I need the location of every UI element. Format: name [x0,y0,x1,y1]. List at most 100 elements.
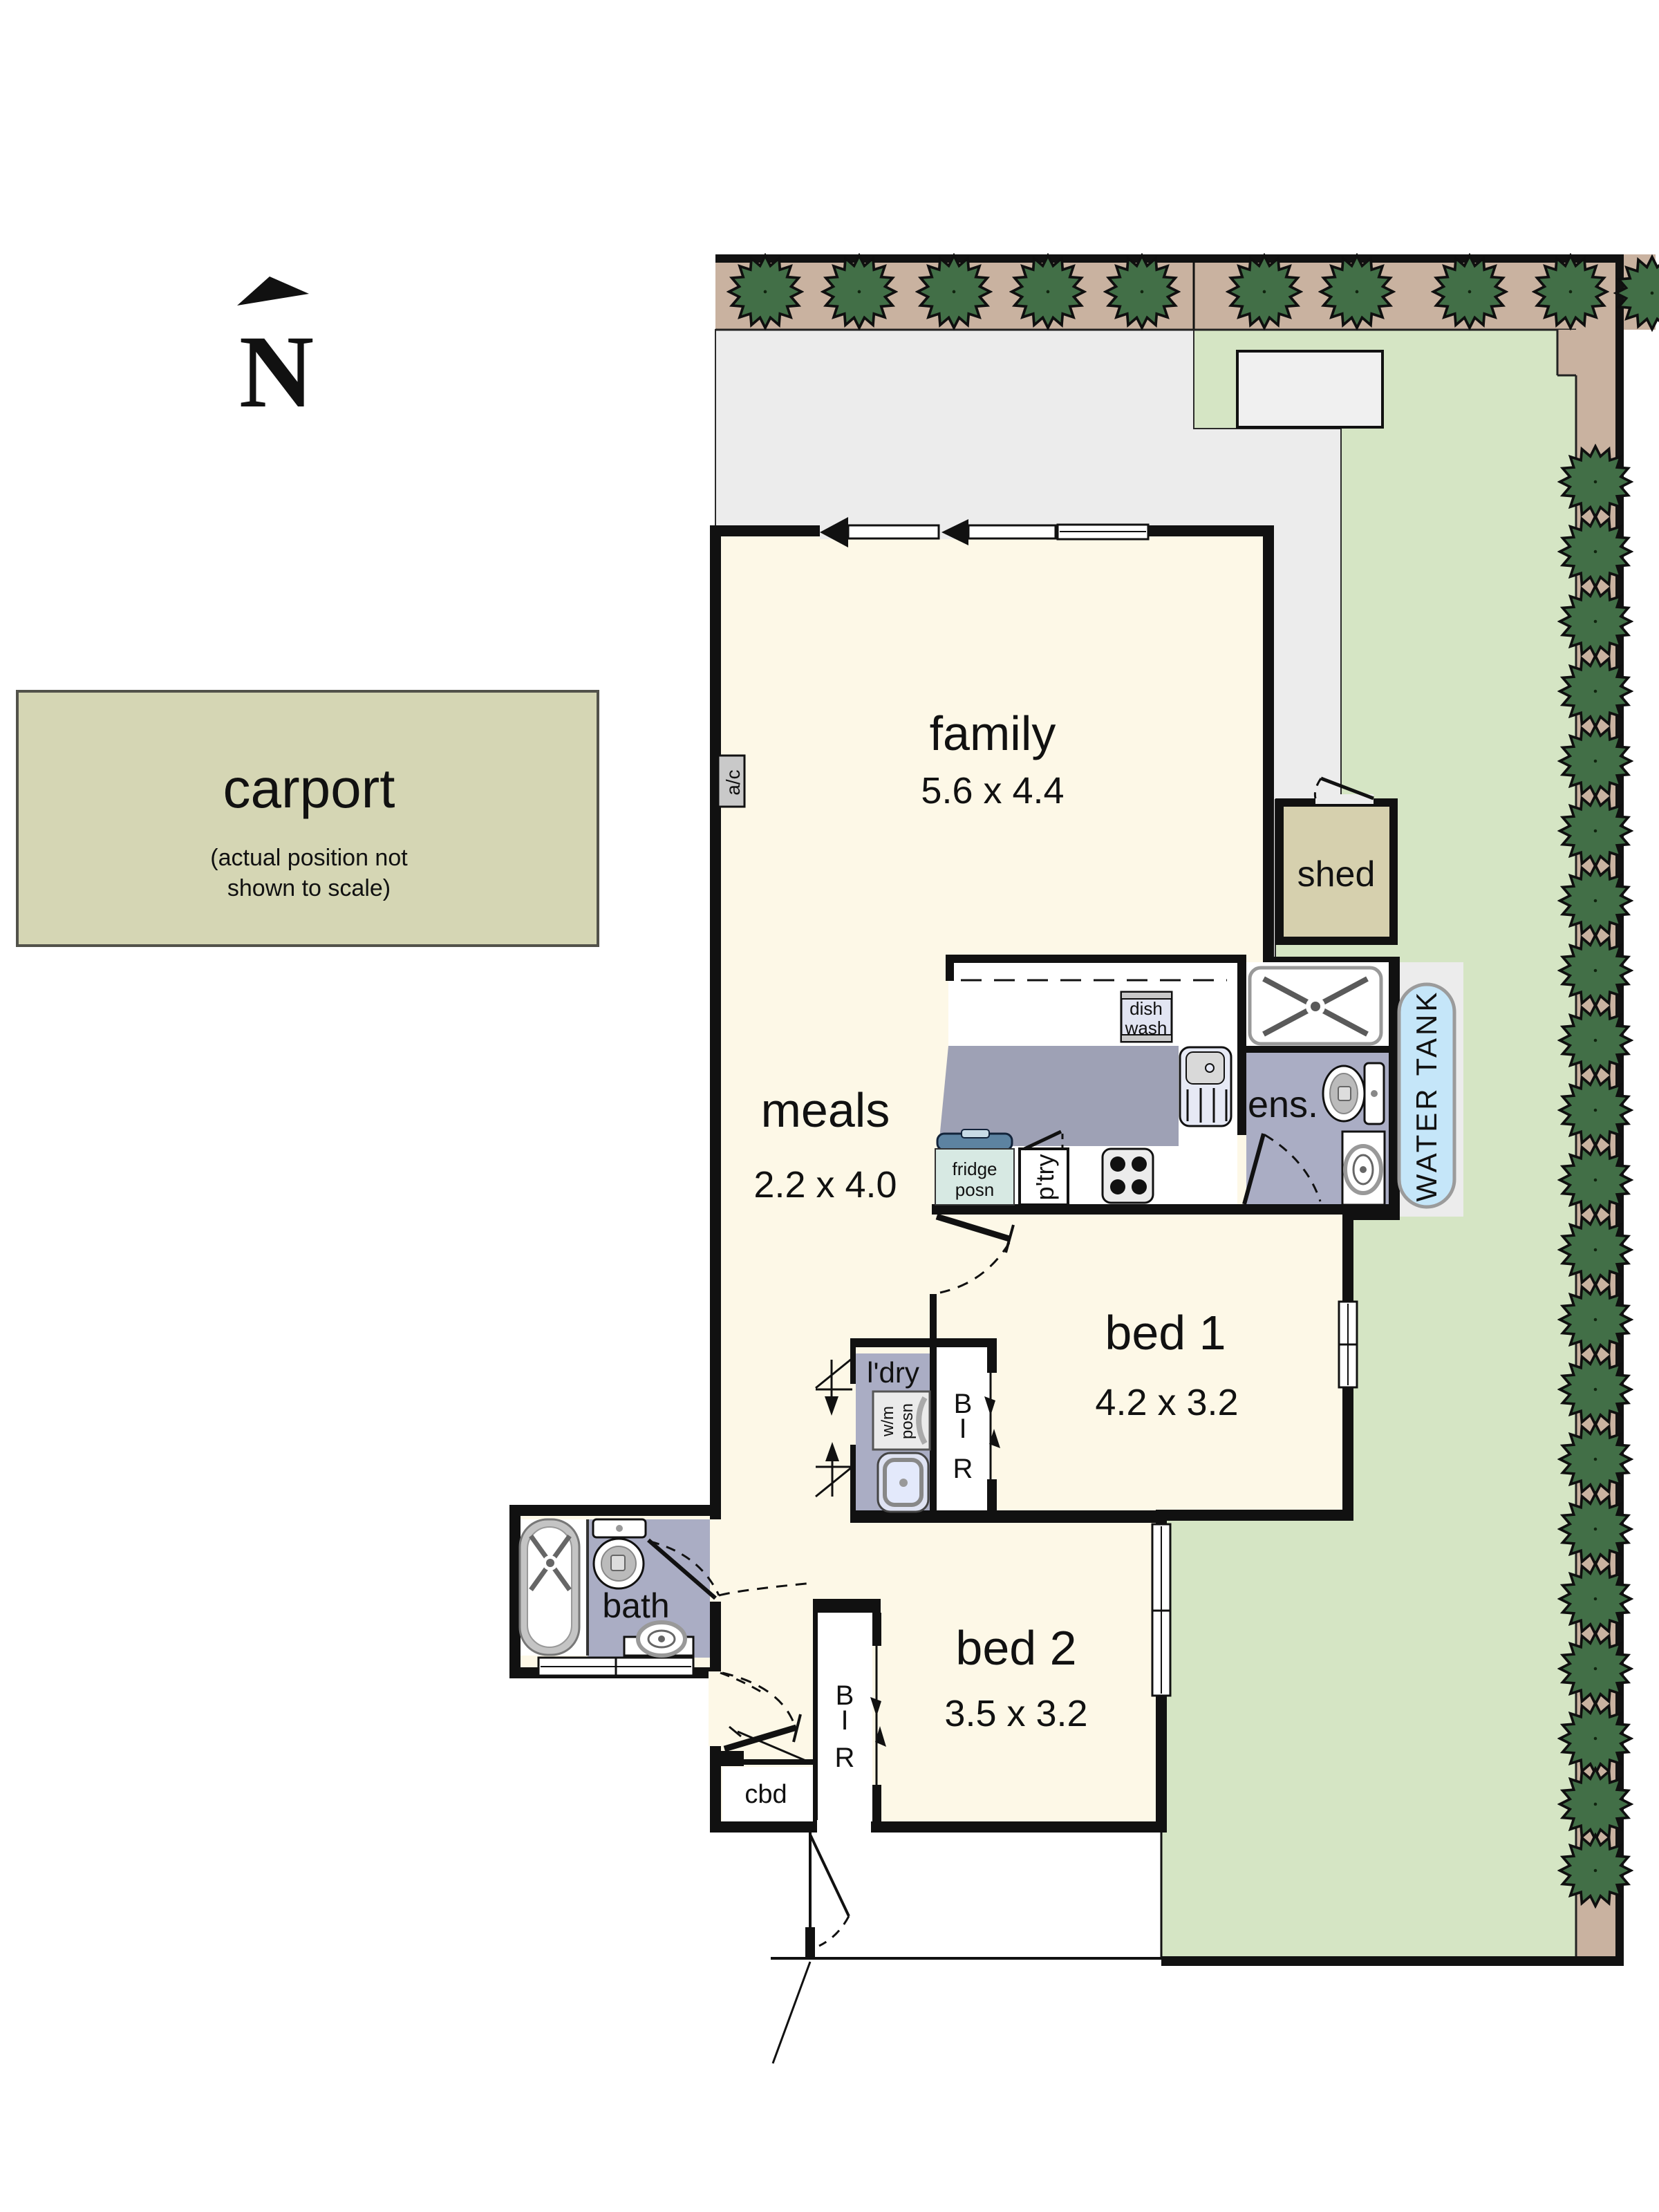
cistern-button [1371,1090,1378,1097]
robe2-slider-arrow-down [870,1697,881,1716]
ensuite-basin [1341,1130,1386,1206]
robe1-slider-arrow-up [989,1429,1000,1448]
shed-door-leaf [1320,776,1374,800]
shed-label: shed [1297,854,1376,894]
tree-icon [1558,1352,1633,1427]
sliding-panel-1 [847,524,940,540]
pantry-label-group: p'try [1031,1154,1059,1201]
air-conditioner-unit [717,754,746,808]
cooktop [1101,1147,1154,1204]
wall-ens-shower [1246,1046,1389,1053]
family-label: family [930,706,1056,760]
ensuite-toilet [1322,1062,1385,1125]
kitchen-bench [939,1046,1179,1146]
burner-2 [1132,1156,1147,1172]
tree-icon [727,254,803,330]
fridge-line2: posn [955,1179,994,1200]
kitchen-fixtures [935,979,1232,1206]
tree-icon [1558,444,1633,519]
wall-cupboard-top [719,1759,816,1765]
wall-hall-meals [930,1294,937,1340]
tree-icon [916,254,992,330]
fold-diagonal [815,1465,853,1498]
tree-icon [1558,724,1633,798]
wall-cupboard-jamb-left [719,1751,744,1766]
tree-icon [1558,1422,1633,1497]
room-labels: family 5.6 x 4.4 meals 2.2 x 4.0 bed 1 4… [602,706,1375,1809]
bath-window [537,1656,695,1677]
water-tank-label: WATER TANK [1410,990,1443,1202]
bed2-dims: 3.5 x 3.2 [944,1693,1087,1734]
ac-label-group: a/c [722,769,744,795]
sliding-arrow-2 [941,519,968,545]
front-wall-opening [817,1820,871,1834]
wall-kitchen-top-stub [946,955,954,981]
gate-leaf [809,1834,850,1917]
pantry-box [1018,1147,1069,1206]
tub-drain [546,1559,554,1567]
yard-slab [1236,350,1384,429]
fold-arrow-head [825,1396,838,1416]
fold-arrow-head [825,1442,839,1461]
bed2-window [1151,1523,1172,1697]
tree-icon [1533,254,1609,330]
robe1-letter-r: R [953,1454,973,1484]
wall-laundry-robe1 [930,1347,937,1512]
ensuite-label: ens. [1248,1084,1318,1125]
carport-block: carport (actual position not shown to sc… [16,690,599,947]
bed1-window [1338,1300,1358,1389]
tree-icon [1558,933,1633,1008]
ensuite-door-leaf [1242,1133,1266,1205]
tree-icon [1319,254,1395,330]
bed1-label: bed 1 [1105,1306,1226,1360]
wall-bath-stub-bottom [710,1602,721,1673]
tree-icon [1558,1212,1633,1287]
wall-ens-west [1237,962,1246,1135]
tree-icon [1558,1631,1633,1706]
wall-laundry-west-b [850,1445,856,1512]
front-door-leaf [723,1724,798,1752]
tree-icon [1558,1282,1633,1357]
bath-door-leaf [647,1538,717,1600]
tree-icon [1226,254,1302,330]
cistern-button [616,1525,623,1532]
ensuite-door-swing [1264,1134,1322,1202]
bed1-dims: 4.2 x 3.2 [1095,1382,1238,1423]
robe2-slider-arrow-up [875,1726,886,1747]
cooktop-body [1101,1147,1154,1204]
wall-robe1-east-stub-bottom [987,1479,997,1512]
doors-and-swings [647,1130,1322,2064]
meals-dims: 2.2 x 4.0 [753,1164,897,1206]
sink-drain [1205,1063,1215,1073]
outbuildings [717,754,1456,1209]
bed2-label: bed 2 [955,1621,1076,1675]
front-door-opening-west [709,1671,722,1746]
family-dims: 5.6 x 4.4 [921,770,1064,812]
hall-fold-symbol-bottom [815,1442,853,1498]
ensuite-fixtures [1248,966,1386,1206]
wall-kitchen-bottom [932,1204,1394,1215]
front-door-leaf-tick [792,1714,802,1743]
robe2-letter-r: R [835,1743,855,1773]
tree-icon [1432,254,1508,330]
tree-icon [1558,584,1633,659]
carport-label: carport [223,758,395,819]
tree-icon [1558,1492,1633,1566]
family-sliding-door [820,517,1058,547]
fold-diagonal [815,1357,853,1389]
fixture-labels: dish wash fridge posn p'try w/m posn B I… [722,769,1443,1773]
wm-line1: w/m [879,1406,897,1437]
basin-drain [1360,1166,1367,1173]
boundary-south [1161,1956,1624,1966]
tree-icon [1558,794,1633,868]
tree-icon [1558,1073,1633,1147]
bathtub-inner [527,1526,572,1648]
wall-robe2-east-stub-top [872,1613,881,1646]
sliding-panel-2 [967,524,1057,540]
wall-bed1-bottom [850,1510,1167,1523]
laundry-fixtures [872,1390,931,1513]
tree-icon [1558,1833,1633,1908]
bed2-door-swing [718,1582,814,1597]
fridge-line1: fridge [952,1159,997,1179]
fridge [935,1129,1015,1206]
